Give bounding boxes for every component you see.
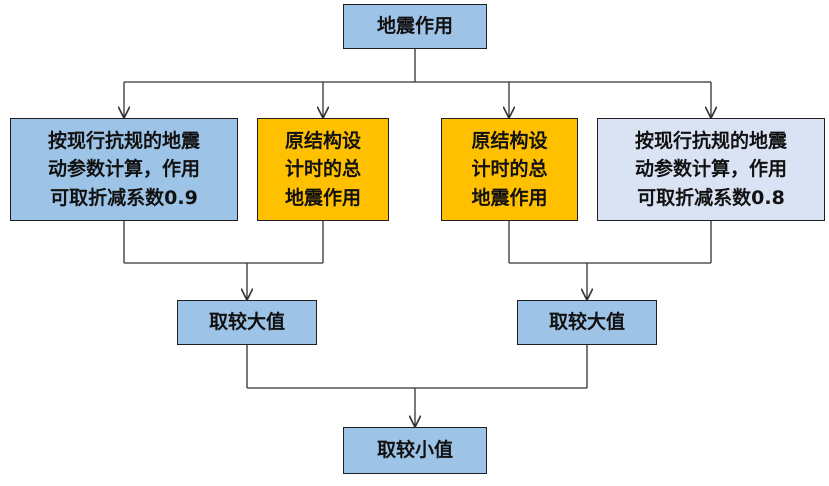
node-seismic-action: 地震作用 — [343, 4, 487, 49]
node-code-calc-b-line-2: 动参数计算，作用 — [634, 158, 787, 181]
node-original-design-a-line-1: 原结构设 — [284, 129, 361, 152]
node-original-design-b-text: 原结构设 计时的总 地震作用 — [471, 127, 547, 213]
node-code-calc-b-text: 按现行抗规的地震 动参数计算，作用 可取折减系数0.8 — [635, 127, 787, 213]
node-code-calc-a-line-2: 动参数计算，作用 — [47, 158, 200, 181]
node-code-calc-a-text: 按现行抗规的地震 动参数计算，作用 可取折减系数0.9 — [48, 127, 200, 213]
node-original-design-a-line-2: 计时的总 — [284, 158, 361, 181]
node-code-calc-b-line-3: 可取折减系数0.8 — [637, 186, 785, 209]
node-original-design-a: 原结构设 计时的总 地震作用 — [257, 118, 389, 221]
node-take-max-right-label: 取较大值 — [548, 311, 625, 334]
node-original-design-a-text: 原结构设 计时的总 地震作用 — [285, 127, 361, 213]
node-original-design-b-line-3: 地震作用 — [471, 186, 548, 209]
node-original-design-b-line-1: 原结构设 — [471, 129, 548, 152]
node-take-max-right: 取较大值 — [517, 300, 657, 345]
node-original-design-b-line-2: 计时的总 — [471, 158, 548, 181]
node-take-min: 取较小值 — [343, 427, 487, 474]
node-original-design-a-line-3: 地震作用 — [284, 186, 361, 209]
node-take-min-label: 取较小值 — [376, 439, 453, 462]
node-take-max-left: 取较大值 — [177, 300, 317, 345]
node-code-calc-a: 按现行抗规的地震 动参数计算，作用 可取折减系数0.9 — [10, 118, 238, 221]
node-code-calc-a-line-1: 按现行抗规的地震 — [47, 129, 200, 152]
node-code-calc-b: 按现行抗规的地震 动参数计算，作用 可取折减系数0.8 — [597, 118, 825, 221]
node-code-calc-a-line-3: 可取折减系数0.9 — [50, 186, 198, 209]
node-take-max-left-label: 取较大值 — [208, 311, 285, 334]
node-seismic-action-label: 地震作用 — [376, 15, 453, 38]
node-code-calc-b-line-1: 按现行抗规的地震 — [634, 129, 787, 152]
node-original-design-b: 原结构设 计时的总 地震作用 — [441, 118, 578, 221]
